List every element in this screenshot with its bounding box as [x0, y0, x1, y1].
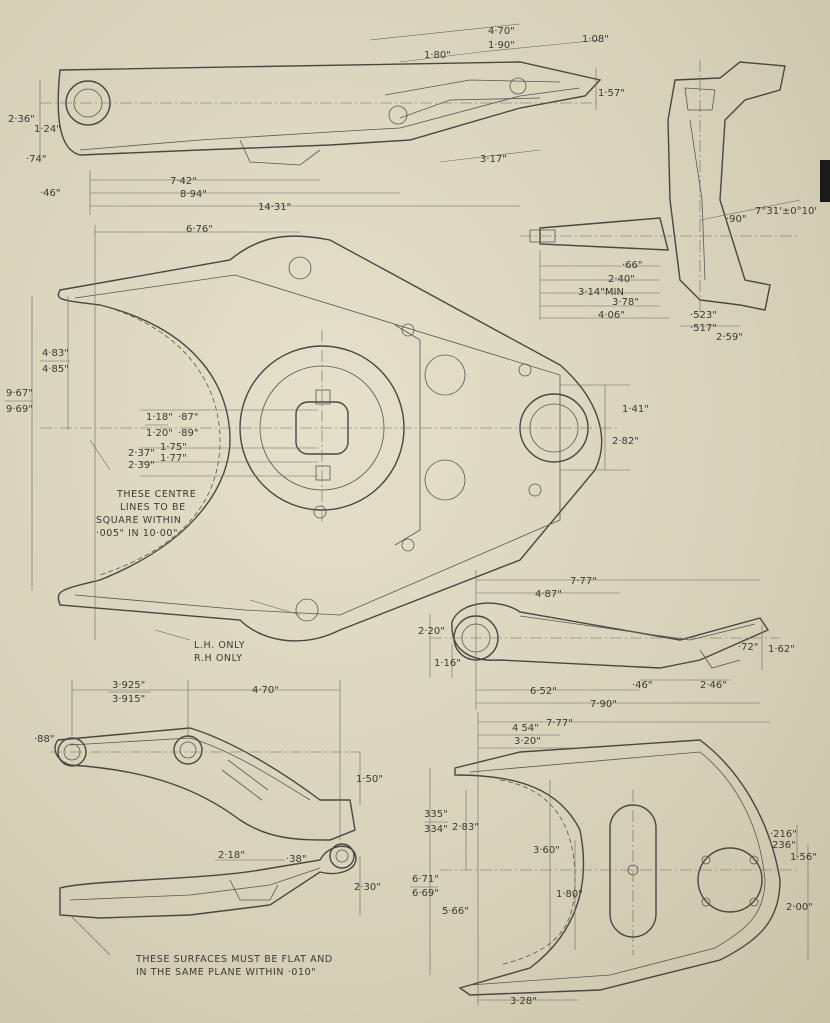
dim-7-77-b: 7·77"	[546, 718, 573, 729]
dim-1-18: 1·18"	[146, 412, 173, 423]
dim-0-74: ·74"	[26, 154, 47, 165]
page-edge-tab	[820, 160, 830, 202]
dim-2-00: 2·00"	[786, 902, 813, 913]
note-centre-lines-1: THESE CENTRE	[116, 489, 196, 500]
dim-1-41: 1·41"	[622, 404, 649, 415]
dim-4-06: 4·06"	[598, 310, 625, 321]
top-profile-view: 4·70" 1·80" 1·90" 1·08" 2·36" 1·24" ·74"…	[8, 23, 625, 215]
dim-2-18: 2·18"	[218, 850, 245, 861]
dim-0-236: 236"	[772, 840, 796, 851]
dim-1-16: 1·16"	[434, 658, 461, 669]
dim-2-83: 2·83"	[452, 822, 479, 833]
dim-0-88: ·88"	[34, 734, 55, 745]
dim-8-94: 8·94"	[180, 189, 207, 200]
dim-7-90: 7·90"	[590, 699, 617, 710]
dim-2-46: 2·46"	[700, 680, 727, 691]
dim-0-216: ·216"	[770, 829, 797, 840]
dim-7-77: 7·77"	[570, 576, 597, 587]
dim-0-46: ·46"	[40, 188, 61, 199]
lower-arm-view: 6·76" 4·83" 4·85" 9·67" 9·69" 1·18" 1·20…	[5, 224, 649, 664]
dim-3-78: 3·78"	[612, 297, 639, 308]
dim-2-30: 2·30"	[354, 882, 381, 893]
upper-arm-plan-view: 7·77" 4 54" 3·20" 335" 334" 2·83" 3·60" …	[410, 712, 817, 1007]
dim-5-66: 5·66"	[442, 906, 469, 917]
dim-0-523: ·523"	[690, 310, 717, 321]
dim-4-85: 4·85"	[42, 364, 69, 375]
dim-2-39: 2·39"	[128, 460, 155, 471]
dim-4-70-b: 4·70"	[252, 685, 279, 696]
dim-0-72: ·72"	[738, 642, 759, 653]
dim-1-57: 1·57"	[598, 88, 625, 99]
dim-1-80-b: 1·80"	[556, 889, 583, 900]
dim-1-62: 1·62"	[768, 644, 795, 655]
dim-14-31: 14·31"	[258, 202, 291, 213]
note-centre-lines-4: ·005" IN 10·00"	[96, 528, 178, 539]
label-rh-only: R.H ONLY	[194, 653, 243, 664]
dim-3-915: 3·915"	[112, 694, 145, 705]
dim-1-24: 1·24"	[34, 124, 61, 135]
dim-3-35: 335"	[424, 809, 448, 820]
dim-3-28: 3·28"	[510, 996, 537, 1007]
dim-4-54: 4 54"	[512, 723, 539, 734]
dim-1-20: 1·20"	[146, 428, 173, 439]
label-lh-only: L.H. ONLY	[194, 640, 245, 651]
dim-1-08: 1·08"	[582, 34, 609, 45]
dim-6-76: 6·76"	[186, 224, 213, 235]
dim-0-90: ·90"	[726, 214, 747, 225]
dim-3-60: 3·60"	[533, 845, 560, 856]
knuckle-view: 7°31'±0°10' ·90" ·66" 2·40" 3·14"MIN 3·7…	[520, 60, 817, 343]
dim-0-87: ·87"	[178, 412, 199, 423]
dim-4-70: 4·70"	[488, 26, 515, 37]
dim-3-925: 3·925"	[112, 680, 145, 691]
dim-0-517: ·517"	[690, 323, 717, 334]
note-flat-surfaces-1: THESE SURFACES MUST BE FLAT AND	[135, 954, 333, 965]
dim-2-59: 2·59"	[716, 332, 743, 343]
dim-7-42: 7·42"	[170, 176, 197, 187]
dim-0-89: ·89"	[178, 428, 199, 439]
dim-1-50: 1·50"	[356, 774, 383, 785]
dim-2-20: 2·20"	[418, 626, 445, 637]
note-centre-lines-2: LINES TO BE	[120, 502, 186, 513]
dim-angle: 7°31'±0°10'	[755, 206, 817, 217]
dim-1-90: 1·90"	[488, 40, 515, 51]
dim-2-36: 2·36"	[8, 114, 35, 125]
dim-6-71: 6·71"	[412, 874, 439, 885]
dim-3-20: 3·20"	[514, 736, 541, 747]
upper-arm-side-view: 7·77" 4·87" 2·20" 1·16" ·72" 1·62" 6·52"…	[418, 570, 795, 710]
dim-3-14-min: 3·14"MIN	[578, 287, 624, 298]
dim-6-52: 6·52"	[530, 686, 557, 697]
dim-0-66: ·66"	[622, 260, 643, 271]
dim-9-67: 9·67"	[6, 388, 33, 399]
dim-1-56: 1·56"	[790, 852, 817, 863]
dim-9-69: 9·69"	[6, 404, 33, 415]
dim-3-17: 3·17"	[480, 154, 507, 165]
dim-0-38: ·38"	[286, 854, 307, 865]
dim-1-77: 1·77"	[160, 453, 187, 464]
steering-arm-view: 3·925" 3·915" 4·70" ·88" 1·50" 2·18" ·38…	[34, 680, 383, 978]
dim-4-83: 4·83"	[42, 348, 69, 359]
dim-1-80: 1·80"	[424, 50, 451, 61]
dim-2-82: 2·82"	[612, 436, 639, 447]
dim-2-37: 2·37"	[128, 448, 155, 459]
dim-6-69: 6·69"	[412, 888, 439, 899]
dim-0-46-b: ·46"	[632, 680, 653, 691]
dim-2-40: 2·40"	[608, 274, 635, 285]
dim-3-34: 334"	[424, 824, 448, 835]
note-flat-surfaces-2: IN THE SAME PLANE WITHIN ·010"	[136, 967, 316, 978]
dim-4-87: 4·87"	[535, 589, 562, 600]
dim-1-75: 1·75"	[160, 442, 187, 453]
note-centre-lines-3: SQUARE WITHIN	[96, 515, 181, 526]
